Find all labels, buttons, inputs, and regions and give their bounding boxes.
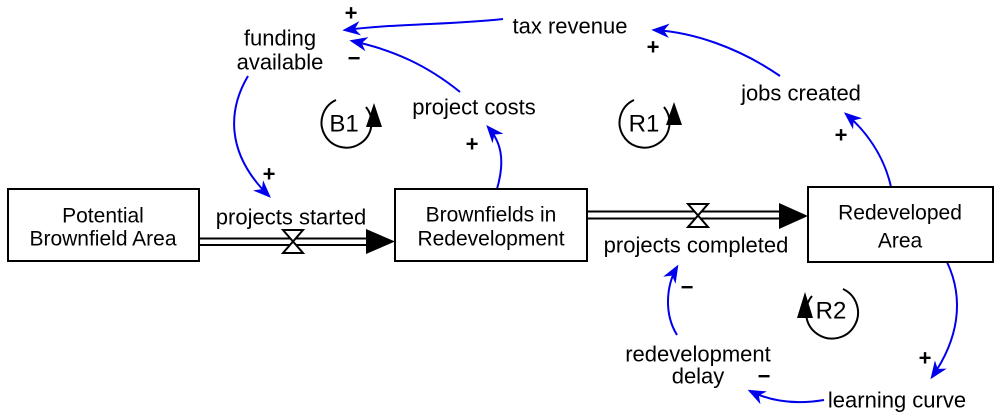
polarity-sign-stock-to-costs: +: [466, 132, 479, 157]
polarity-sign-learning-to-delay: −: [758, 364, 771, 389]
stock-label-redeveloped-line2: Area: [878, 230, 923, 253]
stock-label-in-redevelopment-line2: Redevelopment: [417, 228, 564, 251]
causal-link-learning-curve-to-redevelopment-delay: [747, 389, 825, 405]
variable-label-funding-available-line2: available: [237, 50, 324, 75]
loop-arrowhead-icon-r1: [666, 102, 682, 125]
flow-label-projects-started: projects started: [216, 205, 366, 230]
variable-label-project-costs: project costs: [412, 95, 536, 120]
loop-label-r1: R1: [629, 111, 660, 138]
causal-links: [233, 18, 958, 405]
causal-link-redeveloped-area-to-learning-curve: [930, 261, 958, 380]
stock-label-potential-line1: Potential: [62, 205, 144, 228]
loop-marker-r1: R1: [618, 99, 682, 149]
loop-marker-r2: R2: [797, 288, 860, 340]
flow-label-projects-completed: projects completed: [604, 233, 789, 258]
causal-link-project-costs-to-funding-available: [349, 37, 461, 93]
causal-link-redevelopment-delay-to-projects-completed: [663, 264, 679, 336]
stock-label-redeveloped-line1: Redeveloped: [838, 202, 962, 225]
loop-arrowhead-icon-r2: [797, 292, 813, 318]
valve-icon-projects-completed: [685, 203, 711, 228]
stock-box-potential-brownfield-area: [7, 188, 200, 262]
causal-link-stock-to-project-costs: [486, 124, 504, 190]
variable-label-tax-revenue: tax revenue: [513, 14, 628, 39]
flow-arrowhead-icon: [366, 229, 395, 254]
variable-label-jobs-created: jobs created: [740, 81, 861, 106]
variable-label-funding-available-line1: funding: [244, 26, 316, 51]
causal-link-tax-revenue-to-funding-available: [342, 18, 504, 36]
loop-label-r2: R2: [816, 298, 847, 325]
flow-arrowhead-icon: [779, 203, 808, 229]
causal-link-redeveloped-area-to-jobs-created: [843, 112, 892, 188]
loop-label-b1: B1: [329, 111, 358, 138]
polarity-sign-funding-to-started: +: [263, 162, 276, 187]
valve-icon-projects-started: [280, 229, 306, 254]
polarity-sign-jobs-to-tax: +: [647, 35, 660, 60]
polarity-sign-tax-to-funding: +: [345, 1, 358, 26]
stock-box-brownfields-in-redevelopment: [394, 188, 588, 262]
flow-projects-completed: [587, 203, 808, 229]
variable-label-redevelopment-delay-line2: delay: [672, 364, 725, 389]
causal-link-jobs-created-to-tax-revenue: [651, 23, 781, 77]
loop-marker-b1: B1: [320, 99, 382, 149]
variable-label-learning-curve: learning curve: [828, 388, 966, 413]
polarity-sign-costs-to-funding: −: [348, 46, 361, 71]
polarity-sign-delay-to-completed: −: [681, 275, 694, 300]
stock-label-potential-line2: Brownfield Area: [29, 228, 176, 251]
loop-arrowhead-icon-b1: [366, 103, 382, 127]
flow-projects-started: [199, 229, 395, 254]
polarity-sign-redeveloped-to-jobs: +: [835, 123, 848, 148]
causal-link-funding-available-to-projects-started: [233, 75, 271, 198]
stock-label-in-redevelopment-line1: Brownfields in: [426, 204, 557, 227]
variable-label-redevelopment-delay-line1: redevelopment: [625, 342, 771, 367]
stock-box-redeveloped-area: [807, 186, 994, 263]
polarity-sign-redeveloped-to-learning: +: [919, 346, 932, 371]
